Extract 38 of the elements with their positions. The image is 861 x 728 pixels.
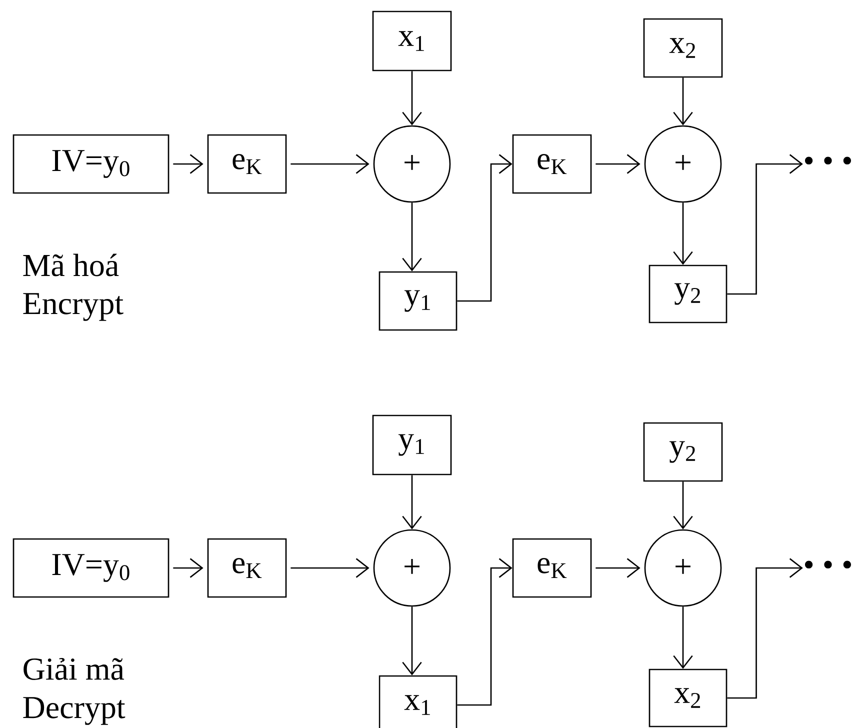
ellipsis: • • •	[805, 560, 851, 568]
process-box: e$_{K}$	[207, 538, 287, 598]
arrow	[673, 78, 693, 126]
process-box: e$_{K}$	[512, 134, 592, 194]
arrow	[402, 202, 422, 272]
caption-text: Giải mã	[24, 658, 124, 680]
process-box: x$_{2}$	[643, 18, 723, 78]
arrow	[727, 154, 803, 295]
caption-text: Encrypt	[23, 293, 124, 321]
process-box: x$_{1}$	[372, 10, 452, 72]
arrow	[596, 558, 640, 578]
arrow	[290, 154, 370, 174]
process-box: IV=y$_{0}$	[12, 538, 170, 598]
arrow	[457, 154, 512, 302]
arrow	[402, 475, 422, 530]
caption-text: Mã hoá	[23, 254, 119, 276]
ellipsis: • • •	[805, 156, 851, 164]
process-box: y$_{2}$	[648, 264, 728, 324]
process-box: e$_{K}$	[512, 538, 592, 598]
arrow	[173, 558, 204, 578]
process-box: x$_{1}$	[378, 675, 458, 728]
arrow	[402, 71, 422, 126]
process-box: y$_{2}$	[643, 422, 723, 482]
arrow	[173, 154, 204, 174]
process-box: y$_{1}$	[372, 414, 452, 476]
arrow	[673, 202, 693, 265]
arrow	[727, 558, 803, 699]
process-box: e$_{K}$	[207, 134, 287, 194]
process-box: y$_{1}$	[378, 271, 458, 331]
arrow	[673, 482, 693, 530]
caption-text: Decrypt	[23, 697, 126, 725]
arrow	[457, 558, 512, 706]
process-box: x$_{2}$	[648, 668, 728, 728]
arrow	[596, 154, 640, 174]
process-box: IV=y$_{0}$	[12, 134, 170, 194]
arrow	[290, 558, 370, 578]
arrow	[402, 606, 422, 676]
arrow	[673, 606, 693, 669]
